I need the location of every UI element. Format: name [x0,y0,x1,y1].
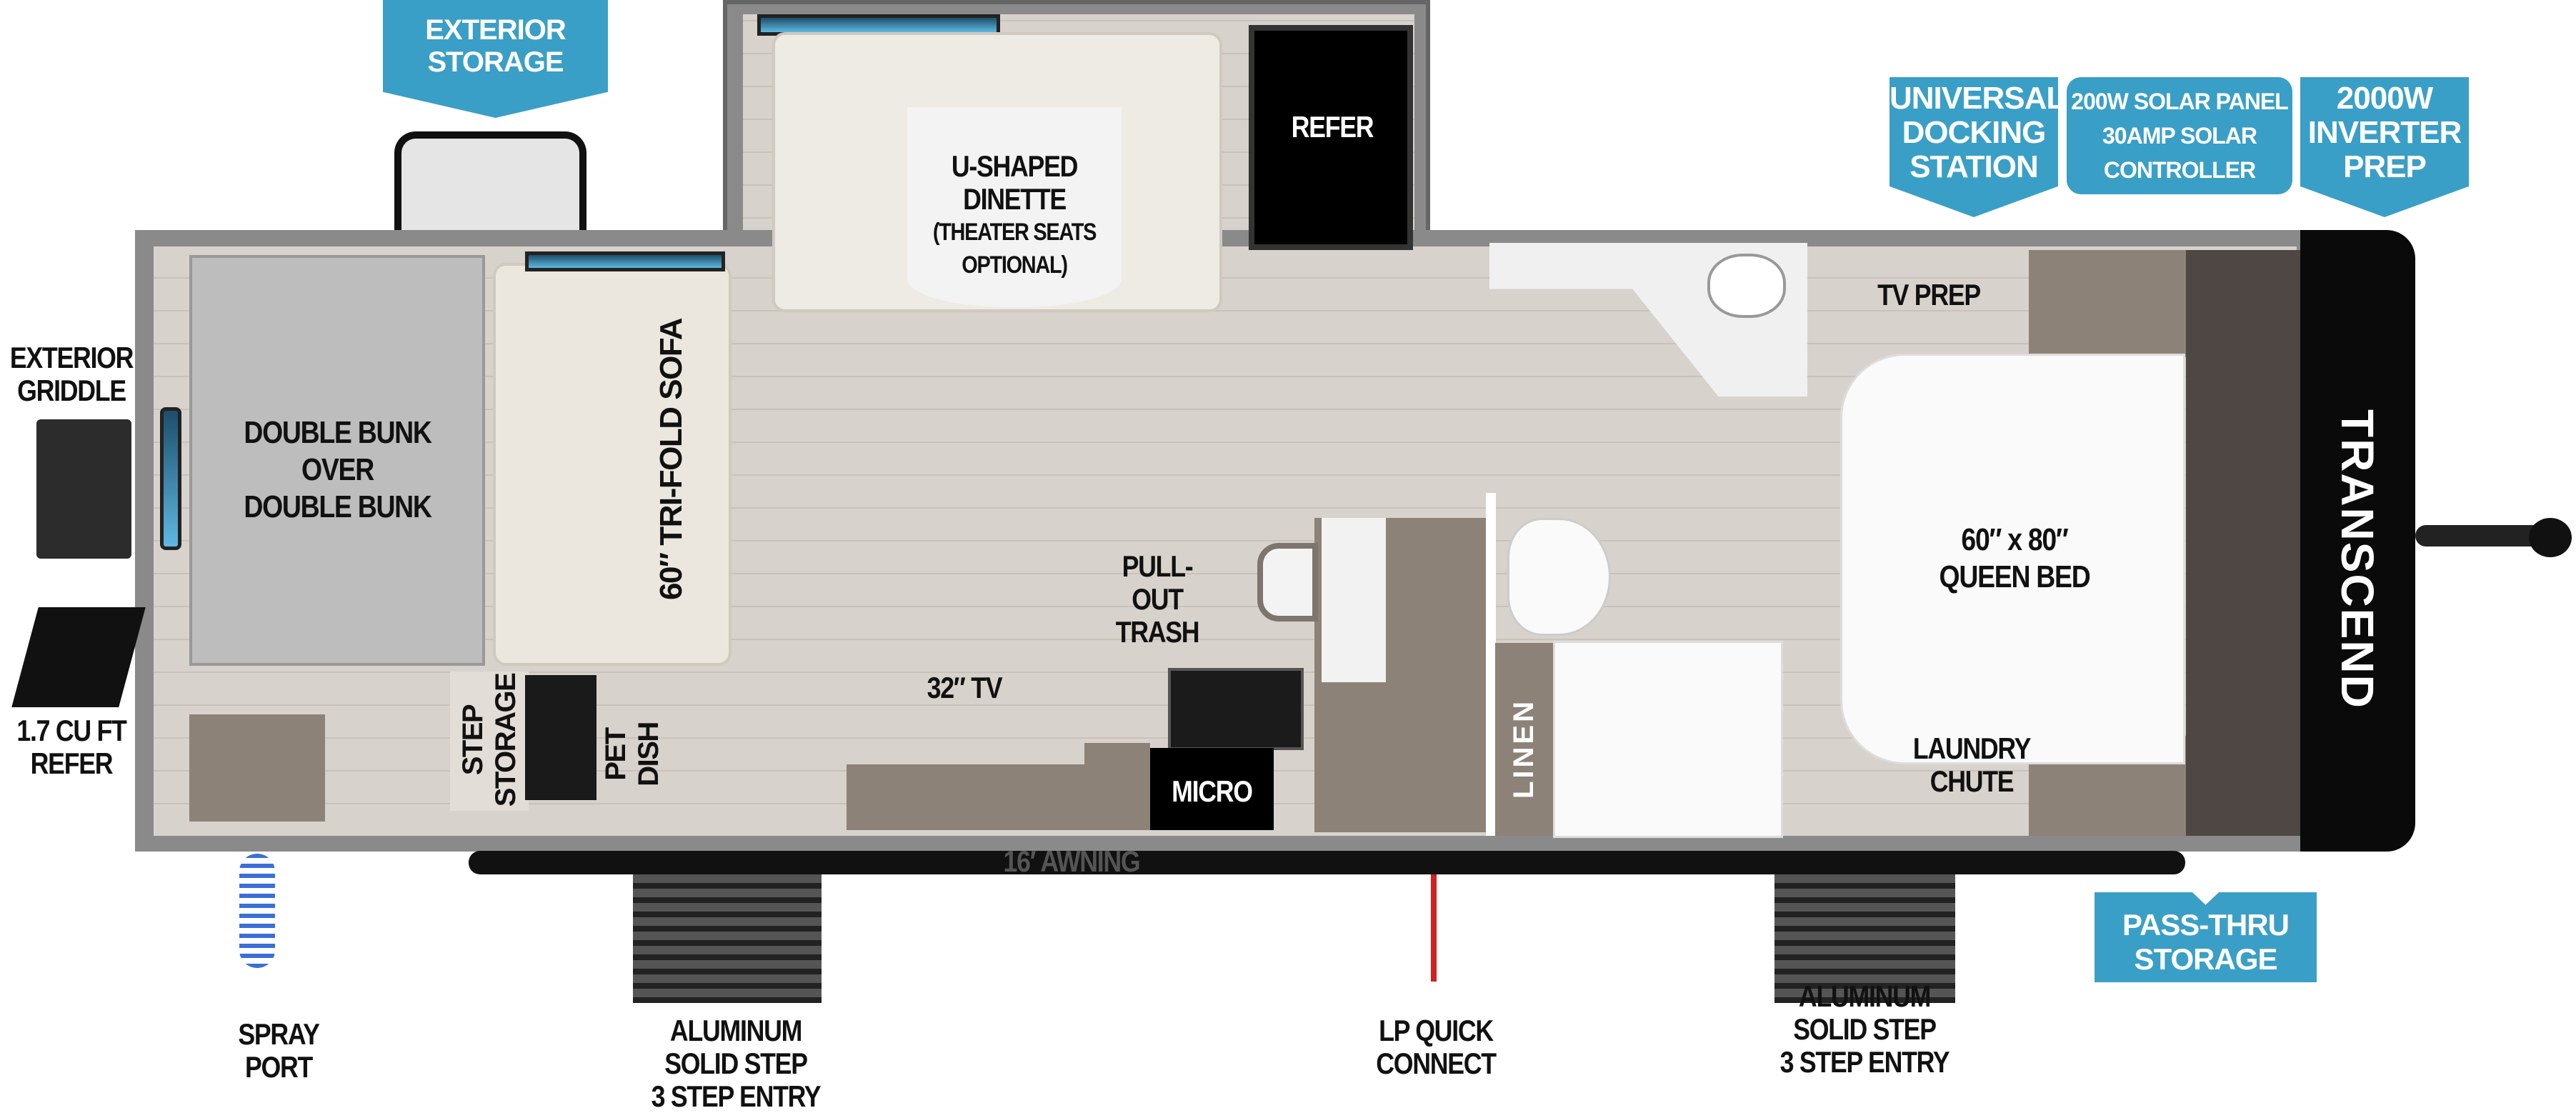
tag-line: 30AMP SOLAR [2102,123,2257,149]
microwave [1150,748,1274,830]
double-bunk [189,255,485,666]
tag-line: DOCKING [1902,115,2047,150]
bath-sink [1707,254,1786,318]
bunk-window [160,407,181,550]
tri-fold-sofa [493,263,732,666]
awning-label: 16′ AWNING [1003,844,1141,878]
tag-line: EXTERIOR [425,14,566,46]
outside-refer [11,607,146,707]
sofa-window [525,251,725,271]
solar-tag: 200W SOLAR PANEL 30AMP SOLAR CONTROLLER [2067,77,2292,194]
step-storage [450,672,529,811]
tv-console-cabinet [1084,743,1150,830]
toilet [1507,518,1611,636]
tag-line: UNIVERSAL [1889,81,2065,116]
wardrobe-top [2029,250,2186,357]
tag-line: STATION [1909,149,2039,184]
tag-line: INVERTER [2307,115,2462,150]
queen-bed [1840,354,2185,764]
tag-line: 200W SOLAR PANEL [2071,89,2288,114]
entry-step-right [1774,874,1955,1003]
tv-label: 32″ TV [927,671,1003,704]
lp-line [1431,874,1437,982]
entry-step-left [633,874,822,1003]
dinette-table [907,107,1122,307]
rear-cabinet [189,714,325,822]
pet-dish-label: PET DISH [600,722,664,787]
front-storage [2186,250,2300,836]
bath-wall [1486,493,1496,836]
refrigerator [1249,25,1413,250]
linen-cabinet [1495,643,1553,836]
spray-hose [239,854,275,968]
micro-label: MICRO [1172,774,1253,808]
exterior-griddle [36,419,131,559]
sofa-label: 60″ TRI-FOLD SOFA [654,318,689,601]
linen-label: LINEN [1508,699,1539,799]
pet-dish [525,675,596,800]
hitch-coupler [2529,518,2572,557]
tag-line: STORAGE [2134,942,2278,976]
tag-line: 2000W [2336,81,2433,116]
tag-line: STORAGE [427,46,564,78]
awning [469,851,2185,874]
tv-console [847,764,1084,830]
brand-logo: TRANSCEND [2332,409,2383,709]
stove [1168,668,1304,750]
kitchen-sink [1322,518,1386,682]
tag-line: PASS-THRU [2122,908,2290,942]
tag-line: CONTROLLER [2103,157,2256,183]
pull-out-trash [1257,543,1318,622]
exterior-storage-door [394,131,586,239]
tag-line: PREP [2343,149,2427,184]
shower [1553,641,1783,838]
tv-prep-label: TV PREP [1877,278,1981,311]
front-cap [2300,230,2415,852]
refer-label: REFER [1291,110,1374,144]
queen-bed-label: 60″ x 80″QUEEN BED [1939,522,2091,594]
